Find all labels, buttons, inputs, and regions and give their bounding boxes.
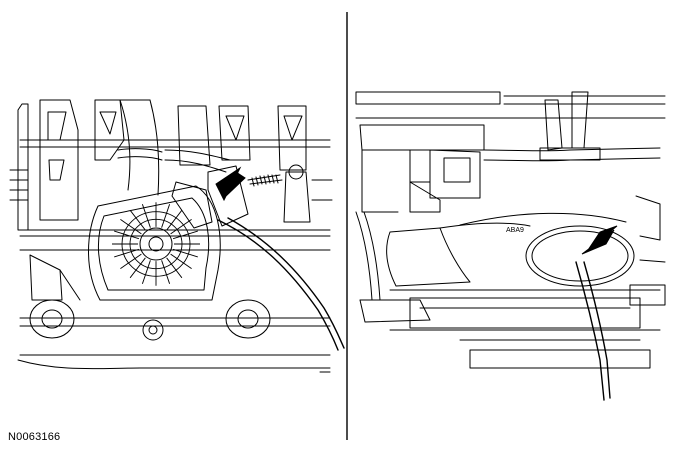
left-panel-drawing	[9, 99, 333, 373]
left-wiring-harness	[217, 217, 345, 351]
blower-blade	[141, 204, 151, 228]
blower-blade	[129, 209, 146, 231]
figure-reference-number: N0063166	[8, 431, 61, 443]
left-callout-arrow	[215, 166, 246, 202]
blower-blade	[114, 248, 140, 258]
blower-blade	[166, 257, 183, 279]
blower-blade	[172, 230, 198, 240]
right-panel-drawing	[355, 91, 666, 369]
blower-blade	[120, 219, 142, 235]
right-probe-wire	[575, 261, 611, 401]
blower-blade	[141, 260, 151, 284]
blower-ring	[121, 211, 191, 277]
blower-blade	[172, 248, 198, 258]
blower-ring	[129, 218, 183, 270]
blower-blade	[129, 257, 146, 279]
blower-blade	[170, 219, 192, 235]
blower-blade	[161, 204, 171, 228]
blower-blade	[114, 230, 140, 240]
right-callout-arrow	[581, 225, 618, 255]
blower-blade	[166, 209, 183, 231]
blower-blade	[161, 260, 171, 284]
blower-blade	[120, 253, 142, 269]
right-panel-part-label: ABA9	[506, 227, 524, 234]
blower-wheel-blades	[112, 202, 200, 286]
blower-blade	[170, 253, 192, 269]
